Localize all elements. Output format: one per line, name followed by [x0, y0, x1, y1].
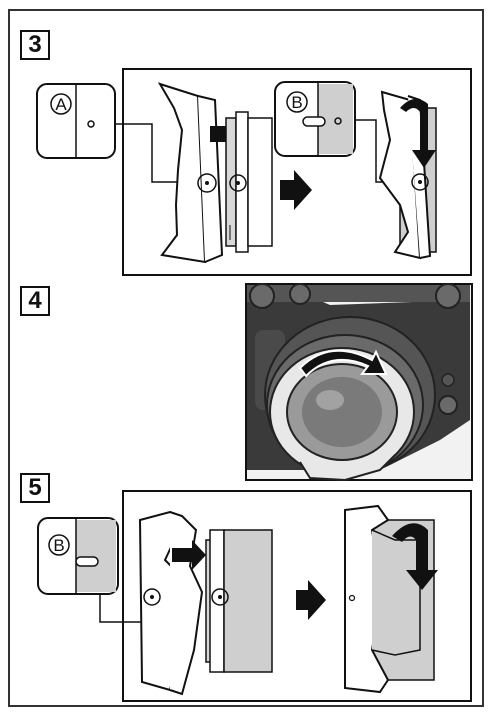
- callout-b-letter: B: [53, 536, 64, 555]
- rotate-arrow-icon: [400, 98, 436, 168]
- next-arrow-icon: [296, 580, 326, 620]
- callout-b-marker: [48, 534, 70, 556]
- push-arrow-icon: [172, 540, 206, 570]
- lens-hood-step3-b: [378, 90, 437, 260]
- lens-barrel-step5: [205, 529, 273, 673]
- lens-hood-step3-a: [157, 82, 224, 264]
- step-4-number: 4: [20, 286, 50, 316]
- rotate-arrow-icon: [298, 349, 388, 378]
- step-3-number: 3: [20, 30, 50, 60]
- step-5-number: 5: [20, 473, 50, 503]
- camera-photo: [245, 283, 473, 482]
- callout-a-marker: [50, 93, 72, 115]
- callout-b-detail-step5: B: [37, 517, 153, 623]
- callout-b-detail-step3: B: [274, 81, 415, 183]
- callout-b-letter: B: [291, 93, 302, 112]
- rotate-arrow-icon: [392, 523, 438, 590]
- next-arrow-icon: [280, 170, 312, 210]
- callout-b-marker: [286, 91, 308, 113]
- callout-a-letter: A: [55, 95, 67, 114]
- lens-barrel-step3-a: [225, 111, 273, 253]
- page-border: [8, 9, 484, 707]
- callout-a-detail: A: [36, 83, 200, 183]
- lens-hood-step5-a: [138, 510, 204, 696]
